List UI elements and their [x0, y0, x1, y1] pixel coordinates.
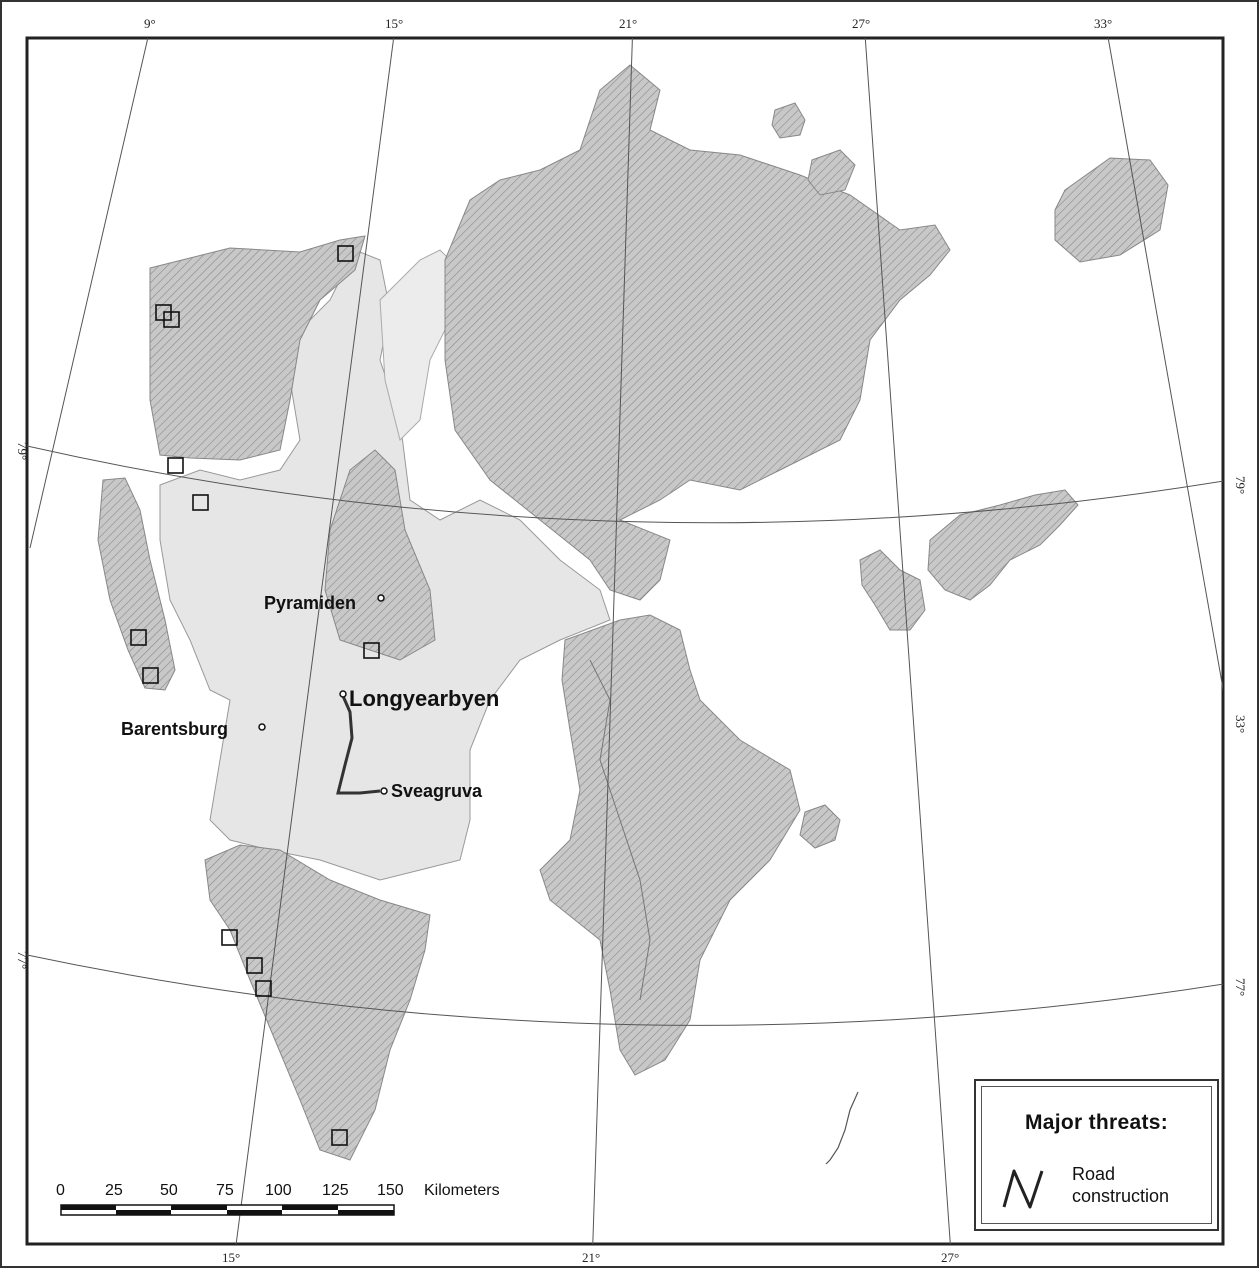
area-small-island-1: [771, 102, 806, 139]
lon-label-bottom-21: 21°: [582, 1250, 600, 1265]
legend-title: Major threats:: [1024, 1111, 1169, 1134]
scale-tick-150: 150: [377, 1182, 404, 1199]
area-kong-karls-land-east: [927, 489, 1079, 601]
area-small-island-2: [807, 149, 856, 196]
scale-tick-50: 50: [160, 1182, 178, 1199]
road-longyearbyen-sveagruva: [336, 695, 381, 795]
scale-tick-0: 0: [56, 1182, 65, 1199]
site-markers: [130, 245, 380, 1146]
settlement-dots: [258, 594, 388, 795]
lon-label-bottom-15: 15°: [222, 1250, 240, 1265]
label-pyramiden: Pyramiden: [264, 593, 356, 613]
lat-label-right-77: 77°: [1233, 978, 1248, 996]
lat-label-left-79: 79°: [15, 442, 30, 460]
scale-tick-100: 100: [265, 1182, 292, 1199]
lon-label-top-27: 27°: [852, 16, 870, 31]
legend-inner-frame: [981, 1086, 1212, 1224]
lon-label-bottom-27: 27°: [941, 1250, 959, 1265]
legend-item-line2: construction: [1072, 1186, 1170, 1206]
scale-tick-75: 75: [216, 1182, 234, 1199]
graticule-lines: [27, 38, 1223, 1244]
lat-label-right-33: 33°: [1233, 715, 1248, 733]
legend-box: Major threats: Road construction: [974, 1079, 1219, 1231]
lat-label-right-79: 79°: [1233, 476, 1248, 494]
scale-bar: 0 25 50 75 100 125 150 Kilometers: [56, 1182, 500, 1216]
scale-tick-125: 125: [322, 1182, 349, 1199]
label-sveagruva: Sveagruva: [391, 781, 483, 801]
area-edgeoya-coastline: [589, 659, 651, 1001]
lon-label-top-21: 21°: [619, 16, 637, 31]
road-construction-icon: [1002, 1169, 1044, 1209]
lon-label-top-9: 9°: [144, 16, 156, 31]
area-central-dickson: [324, 449, 436, 661]
scale-tick-25: 25: [105, 1182, 123, 1199]
area-hopen: [799, 804, 841, 849]
area-kong-karls-land-west: [859, 549, 926, 631]
area-northwest-spitsbergen: [149, 235, 366, 461]
islet: [825, 1091, 859, 1165]
scale-unit: Kilometers: [424, 1182, 500, 1199]
lat-label-left-77: 77°: [15, 951, 30, 969]
land-north-glacier: [379, 249, 461, 441]
label-barentsburg: Barentsburg: [121, 719, 228, 739]
lon-label-top-33: 33°: [1094, 16, 1112, 31]
label-longyearbyen: Longyearbyen: [349, 686, 499, 711]
lon-label-top-15: 15°: [385, 16, 403, 31]
legend-item-line1: Road: [1072, 1164, 1116, 1184]
area-prins-karls-forland: [97, 477, 176, 691]
legend-item-label: Road construction: [1072, 1163, 1202, 1207]
